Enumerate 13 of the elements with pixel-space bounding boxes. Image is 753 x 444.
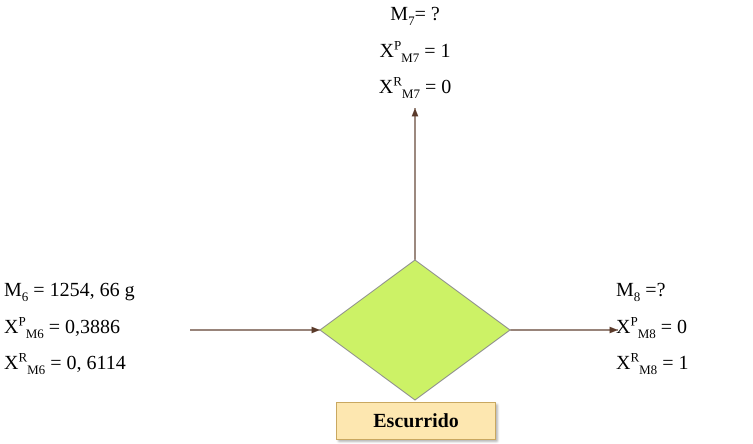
stream-variable: X$^{R}$$_{M6}$ = 0, 6114 — [4, 352, 126, 374]
stream-variable: X$^{R}$$_{M8}$ = 1 — [616, 352, 688, 374]
arrow — [412, 108, 418, 260]
stream-variable: M$_{8}$ =? — [616, 279, 666, 301]
stream-variable: X$^{R}$$_{M7}$ = 0 — [378, 76, 452, 98]
arrow — [510, 326, 618, 334]
stream-variable: M$_{7}$= ? — [390, 3, 440, 25]
stream-variable: M$_{6}$ = 1254, 66 g — [4, 279, 135, 301]
arrow — [190, 326, 320, 334]
stream-variable: X$^{P}$$_{M8}$ = 0 — [616, 316, 688, 338]
stream-variable: X$^{P}$$_{M6}$ = 0,3886 — [4, 316, 120, 338]
stream-variable: X$^{P}$$_{M7}$ = 1 — [379, 40, 451, 62]
process-label: Escurrido — [336, 402, 496, 440]
